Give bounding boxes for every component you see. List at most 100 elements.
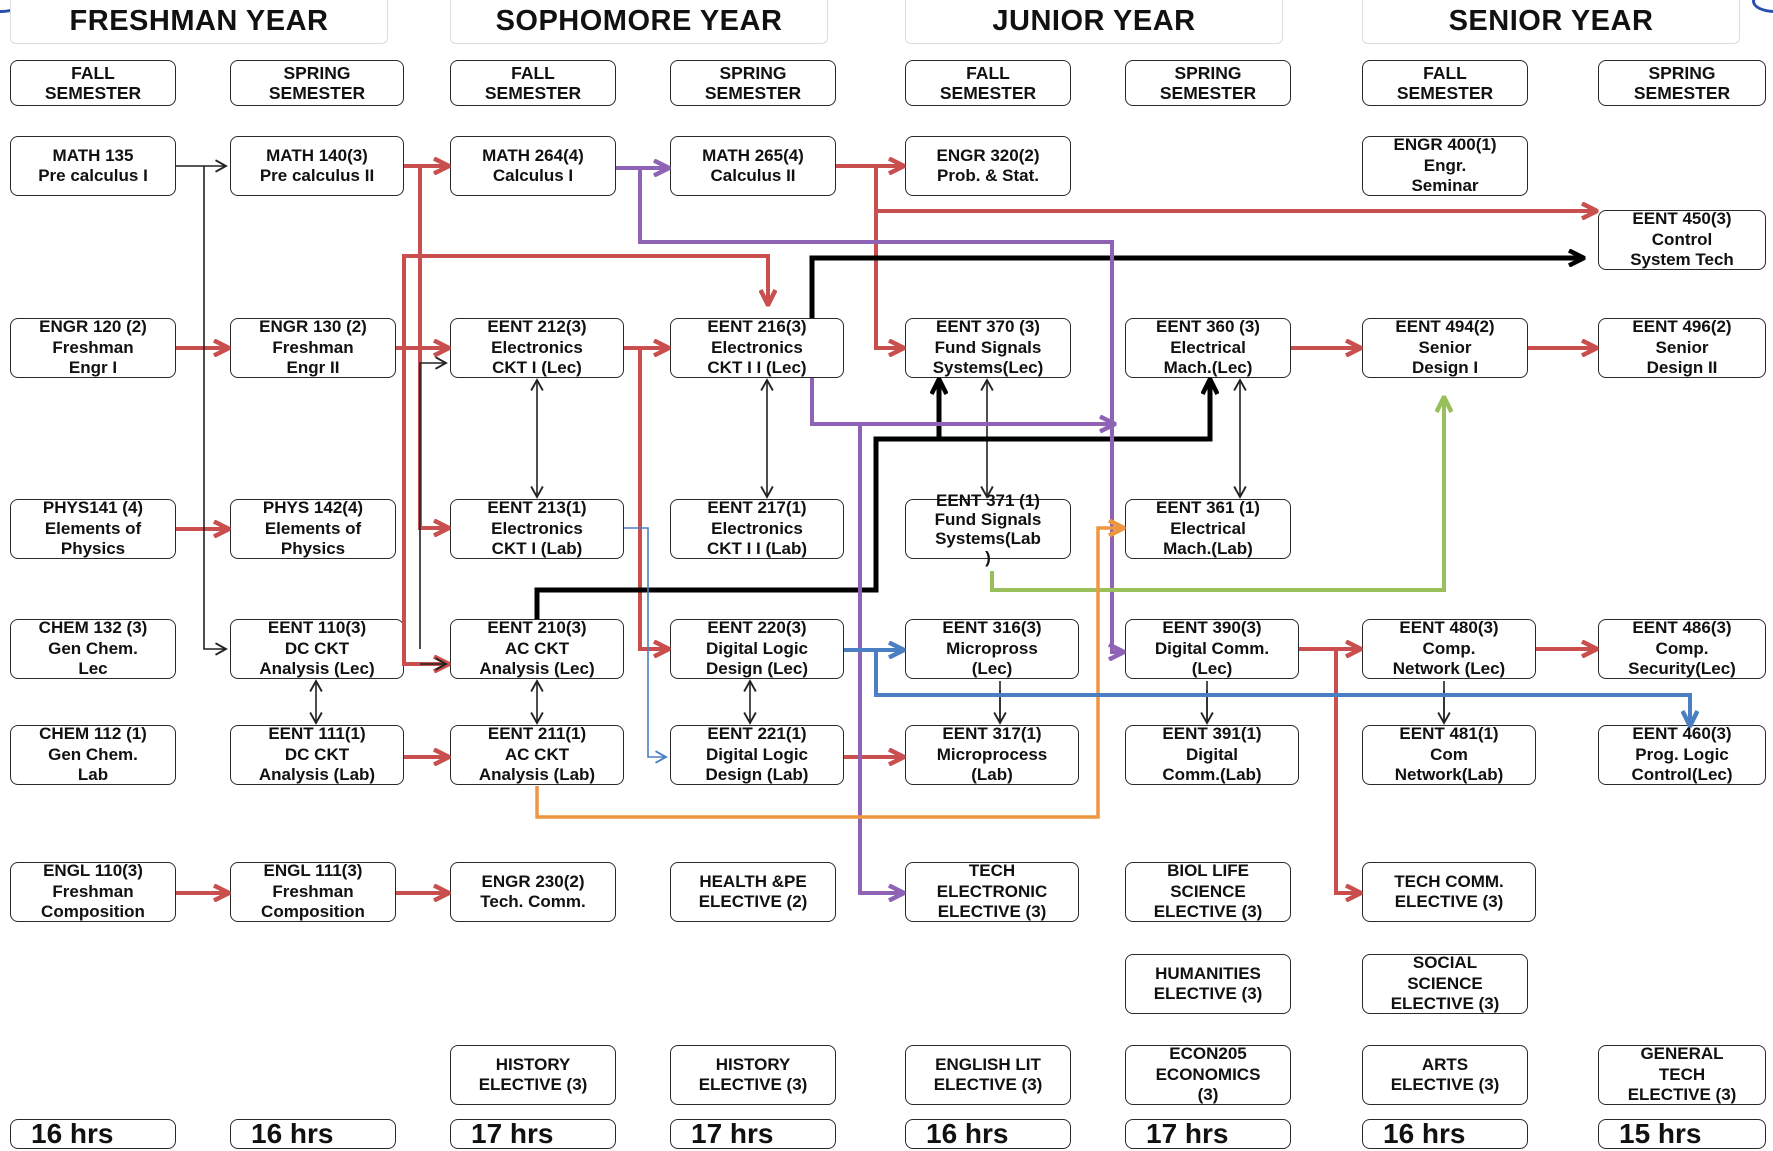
course-line: HUMANITIES	[1155, 963, 1261, 983]
course-line: Analysis (Lab)	[258, 765, 376, 785]
course-line: DC CKT	[284, 744, 350, 764]
course-line: Fund Signals	[934, 337, 1042, 357]
course-line: Micropross	[946, 638, 1038, 658]
course-line: Prob. & Stat.	[936, 166, 1039, 185]
semester-line: FALL	[966, 63, 1010, 83]
course-line: Elements of	[44, 518, 142, 538]
course-line: EENT 316(3)	[942, 618, 1042, 638]
course-eent390: EENT 390(3)Digital Comm.(Lec)	[1125, 618, 1299, 679]
course-line: Com	[1430, 744, 1468, 764]
course-line: Network(Lab)	[1394, 765, 1504, 785]
course-line: EENT 486(3)	[1632, 618, 1732, 638]
course-line: Control(Lec)	[1631, 765, 1733, 785]
course-line: MATH 265(4)	[702, 145, 804, 165]
course-line: CKT I I (Lec)	[707, 358, 807, 378]
course-line: CHEM 112 (1)	[39, 724, 147, 744]
course-line: Gen Chem.	[48, 638, 138, 658]
course-line: ECON205	[1169, 1044, 1247, 1064]
purple-arrow	[858, 424, 901, 893]
course-line: EENT 494(2)	[1395, 317, 1495, 337]
course-line: Lec	[78, 659, 108, 679]
course-line: Senior	[1655, 337, 1709, 357]
semester-line: SEMESTER	[1159, 83, 1257, 103]
course-line: Comp.	[1655, 638, 1709, 658]
year-header-sophomore: SOPHOMORE YEAR	[450, 0, 828, 44]
semester-line: FALL	[71, 63, 115, 83]
course-line: Analysis (Lec)	[259, 659, 375, 679]
course-line: Electronics	[491, 518, 583, 538]
course-line: MATH 140(3)	[266, 145, 368, 165]
course-line: Electrical	[1170, 337, 1246, 357]
course-line: EENT 217(1)	[707, 498, 807, 518]
black-arrow	[534, 382, 1210, 619]
course-line: Design (Lec)	[705, 659, 809, 679]
course-line: CHEM 132 (3)	[38, 618, 148, 638]
course-line: Senior	[1418, 337, 1472, 357]
course-line: (Lec)	[1191, 659, 1233, 679]
course-line: Pre calculus II	[259, 166, 375, 185]
course-line: Digital Comm.	[1154, 638, 1270, 658]
course-line: BIOL LIFE	[1167, 861, 1249, 881]
course-line: Composition	[41, 902, 145, 922]
course-line: ENGR 230(2)	[481, 871, 585, 891]
course-line: Calculus I	[492, 166, 574, 185]
blue-arrow	[874, 650, 1690, 723]
course-line: Freshman	[52, 881, 134, 901]
semester-hours: 16 hrs	[230, 1119, 396, 1149]
course-line: Systems(Lab	[935, 529, 1041, 548]
red-arrow	[404, 254, 768, 302]
course-line: AC CKT	[504, 638, 570, 658]
course-line: (Lab)	[971, 765, 1013, 785]
course-line: EENT 360 (3)	[1156, 317, 1260, 337]
course-line: Physics	[60, 539, 126, 559]
course-line: Lab	[77, 765, 109, 785]
course-line: Design II	[1646, 358, 1718, 378]
semester-hours: 17 hrs	[450, 1119, 616, 1149]
course-line: Security(Lec)	[1628, 659, 1736, 679]
course-line: Network (Lec)	[1392, 659, 1506, 679]
course-line: EENT 390(3)	[1162, 618, 1262, 638]
course-line: (3)	[1197, 1085, 1219, 1105]
course-line: Mach.(Lab)	[1163, 539, 1253, 559]
course-line: Electronics	[491, 337, 583, 357]
course-eent480: EENT 480(3)Comp.Network (Lec)	[1362, 618, 1536, 679]
course-math140: MATH 140(3)Pre calculus II	[230, 136, 404, 196]
course-line: Mach.(Lec)	[1163, 358, 1253, 378]
year-header-freshman: FRESHMAN YEAR	[10, 0, 388, 44]
course-line: SCIENCE	[1170, 881, 1246, 901]
semester-hours: 16 hrs	[10, 1119, 176, 1149]
course-line: EENT 110(3)	[267, 618, 367, 638]
course-line: Elements of	[264, 518, 362, 538]
course-line: ELECTIVE (3)	[1394, 892, 1504, 911]
course-line: ENGL 110(3)	[43, 861, 143, 881]
course-line: System Tech	[1630, 250, 1734, 270]
course-line: SOCIAL	[1412, 953, 1478, 973]
course-line: HEALTH &PE	[699, 871, 807, 891]
